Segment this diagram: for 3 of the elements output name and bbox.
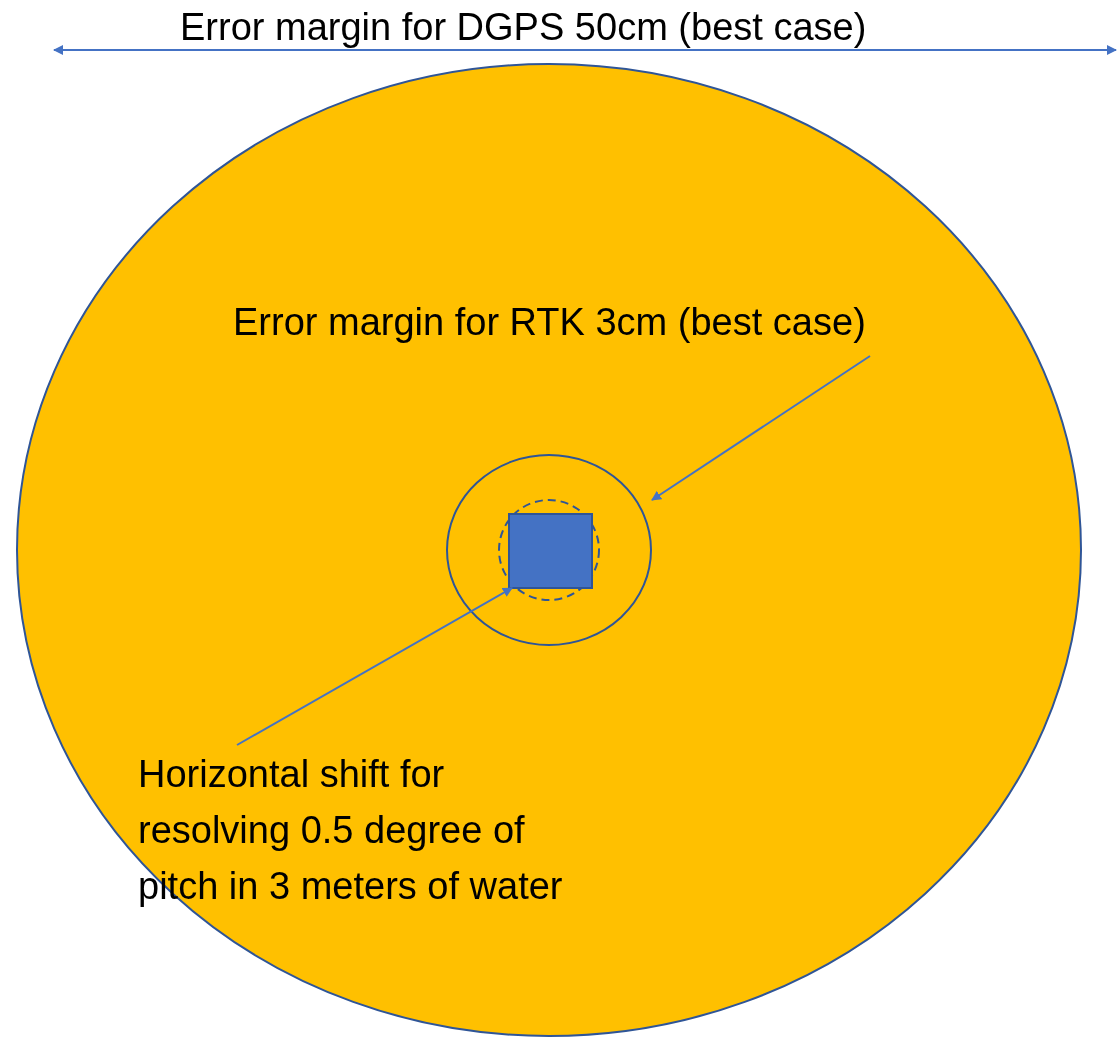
- arrow: [236, 587, 513, 746]
- arrow: [651, 355, 871, 501]
- callout-text: Error margin for RTK 3cm (best case): [233, 294, 953, 350]
